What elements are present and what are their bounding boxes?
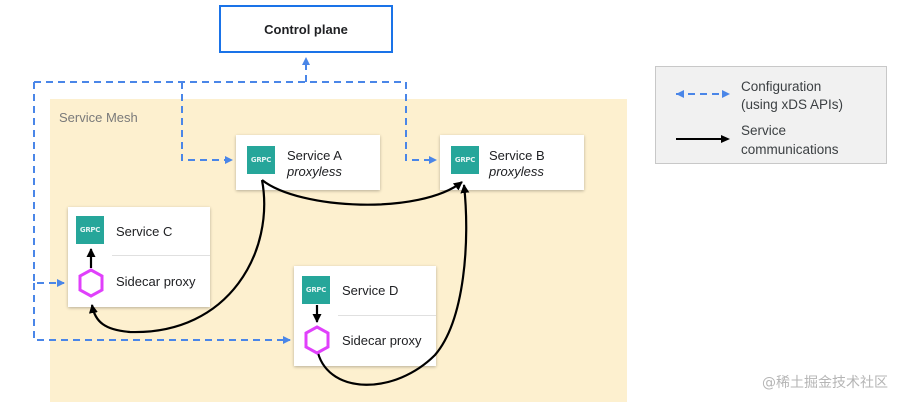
service-b-name: Service B [489, 148, 545, 163]
config-line-service-d [33, 283, 291, 344]
control-plane-box: Control plane [219, 5, 393, 53]
service-d-divider [338, 315, 436, 316]
service-c-name: Service C [116, 224, 173, 239]
comm-a-to-b [261, 179, 463, 206]
legend-comm-arrow [721, 135, 730, 143]
config-line-service-a [181, 82, 233, 164]
service-mesh-label: Service Mesh [59, 110, 138, 125]
legend-config-line2: (using xDS APIs) [741, 97, 844, 112]
legend-config-arrow-right [722, 90, 730, 98]
comm-d-to-b [316, 184, 470, 386]
sidecar-proxy-d-hexagon [304, 325, 330, 355]
service-a-card: GRPC Service A proxyless [236, 135, 380, 190]
service-b-card: GRPC Service B proxyless [440, 135, 584, 190]
grpc-icon: GRPC [247, 146, 275, 174]
watermark: @稀土掘金技术社区 [762, 375, 888, 391]
comm-a-to-c [88, 179, 266, 334]
sidecar-proxy-c-hexagon [78, 268, 104, 298]
service-b-mode: proxyless [489, 164, 544, 179]
grpc-icon: GRPC [451, 146, 479, 174]
grpc-icon: GRPC [76, 216, 104, 244]
legend-box: Configuration (using xDS APIs) Service c… [655, 66, 887, 164]
legend-comm-line2: communications [741, 142, 839, 157]
service-a-name: Service A [287, 148, 342, 163]
control-plane-label: Control plane [264, 21, 348, 37]
service-d-name: Service D [342, 283, 399, 298]
legend-comm-line1: Service [741, 123, 787, 138]
service-c-proxy-label: Sidecar proxy [116, 274, 196, 289]
service-c-divider [112, 255, 210, 256]
service-d-proxy-label: Sidecar proxy [342, 333, 422, 348]
grpc-icon: GRPC [302, 276, 330, 304]
legend-config-arrow-left [676, 90, 684, 98]
service-a-mode: proxyless [287, 164, 342, 179]
config-line-service-b [405, 82, 437, 164]
config-line-service-c [33, 82, 65, 287]
legend-config-line1: Configuration [741, 79, 822, 94]
